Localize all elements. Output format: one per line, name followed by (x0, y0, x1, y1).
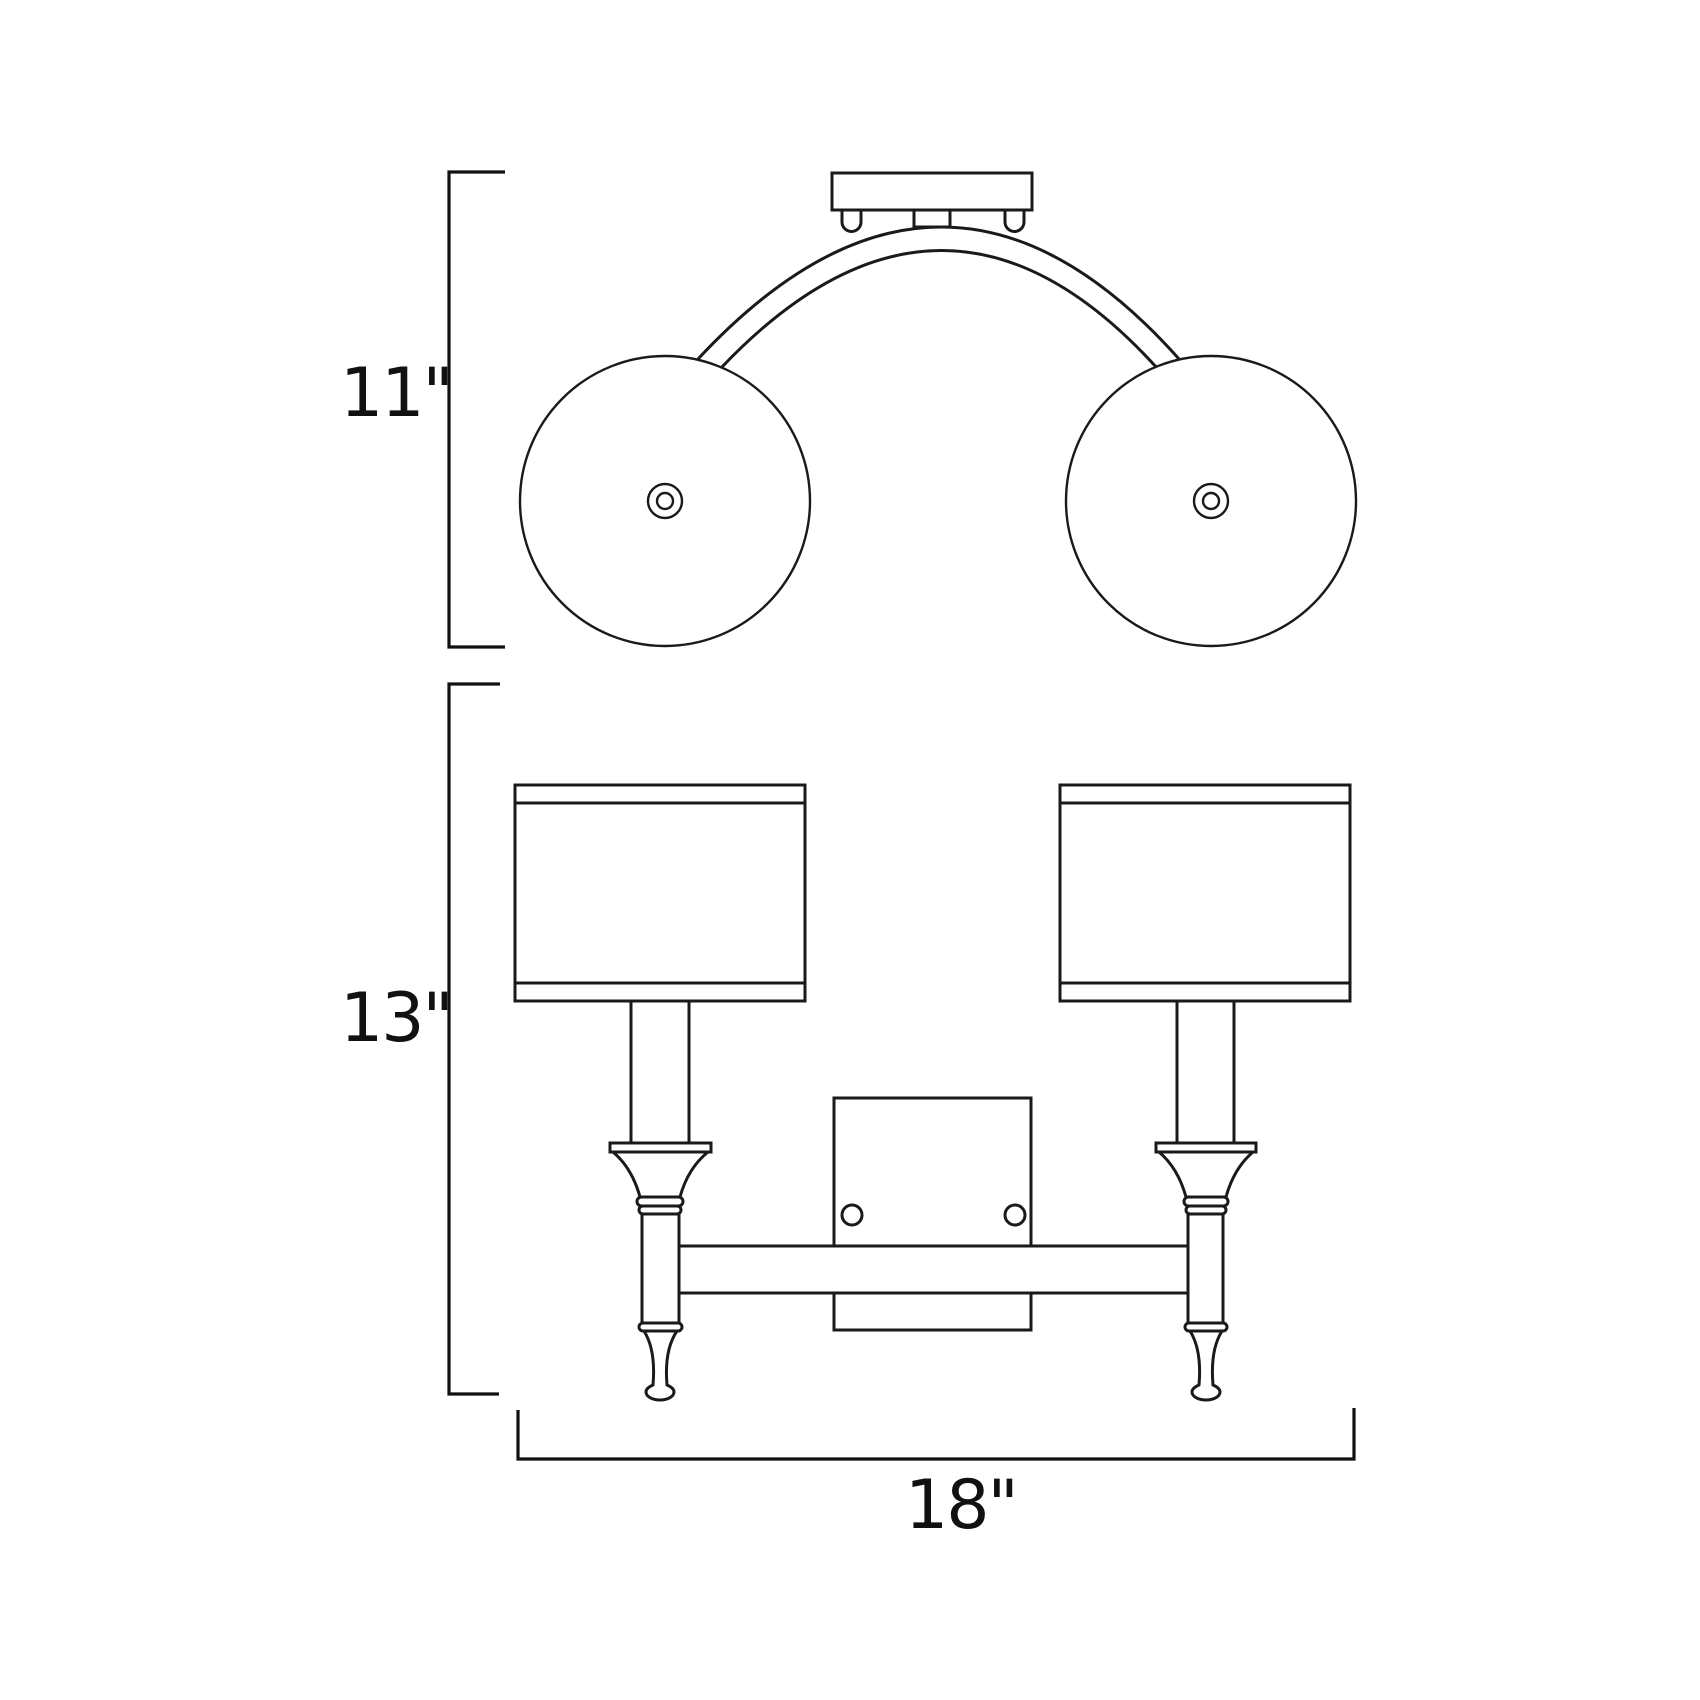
right-light-assembly (1058, 783, 1352, 1402)
front-view (513, 783, 1352, 1402)
left-drum-shade (513, 783, 807, 1003)
width-dimension-label: 18" (905, 1466, 1019, 1545)
left-shade-top (518, 354, 812, 648)
width-dimension-bracket (516, 1408, 1356, 1461)
right-candle-sleeve (1175, 999, 1236, 1145)
depth-dimension-bracket (447, 170, 505, 649)
left-candle-sleeve (629, 999, 691, 1145)
left-finial (642, 1330, 679, 1402)
screw-icon (1003, 1203, 1027, 1227)
left-bobeche (608, 1141, 713, 1154)
wall-canopy (830, 171, 1034, 233)
height-dimension-bracket (447, 682, 500, 1396)
right-bobeche (1154, 1141, 1258, 1154)
right-drum-shade (1058, 783, 1352, 1003)
height-dimension-label: 13" (340, 979, 454, 1058)
left-column (640, 1212, 681, 1325)
right-shade-top (1064, 354, 1358, 648)
left-light-assembly (513, 783, 807, 1402)
depth-dimension-label: 11" (340, 354, 454, 433)
backplate (832, 1096, 1033, 1332)
screw-icon (840, 1203, 864, 1227)
right-column (1186, 1212, 1225, 1325)
right-finial (1188, 1330, 1224, 1402)
top-view (518, 171, 1358, 648)
horizontal-arm (679, 1244, 1188, 1295)
curved-arm (696, 225, 1181, 370)
